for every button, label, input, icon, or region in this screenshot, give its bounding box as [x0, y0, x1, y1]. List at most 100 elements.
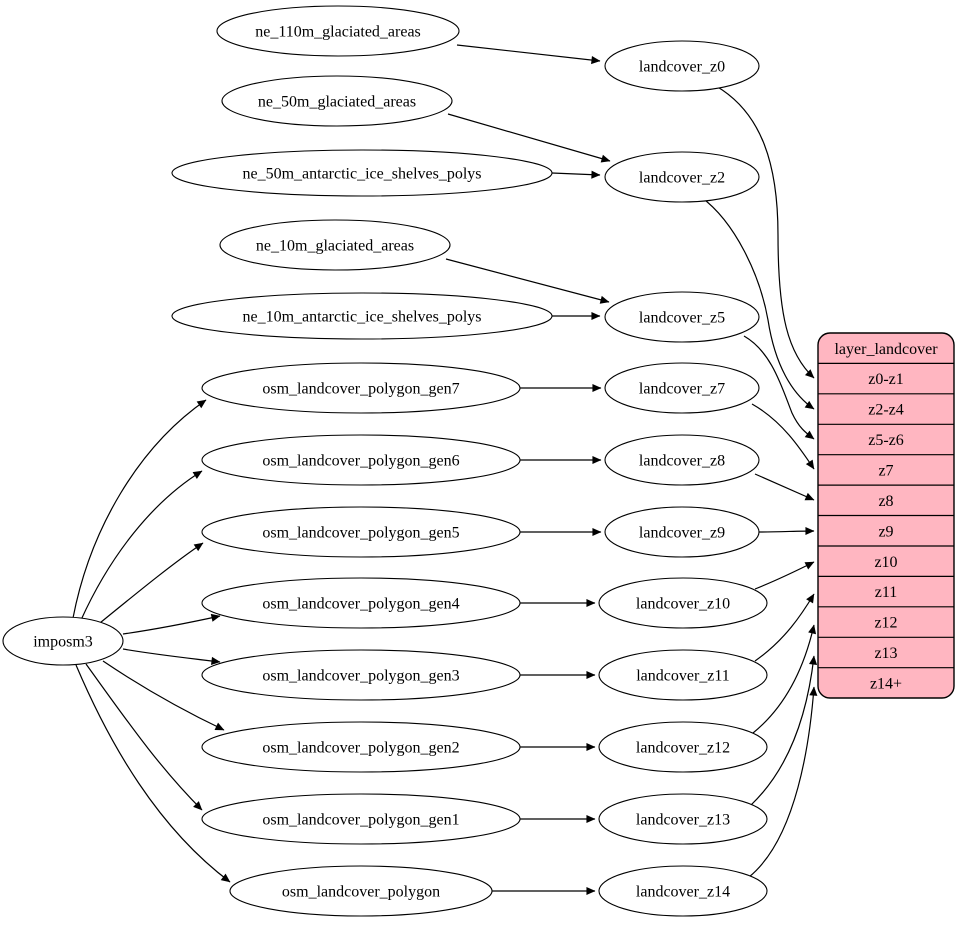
edge-landcover-z11-to-row-z11 [754, 593, 815, 662]
record-row-z2-z4: z2-z4 [868, 402, 904, 419]
node-label: osm_landcover_polygon_gen5 [262, 525, 459, 542]
node-label: ne_10m_glaciated_areas [256, 238, 414, 255]
node-ne-10m-antarctic-ice-shelves-polys: ne_10m_antarctic_ice_shelves_polys [171, 292, 553, 340]
node-label: osm_landcover_polygon_gen6 [262, 453, 459, 470]
node-label: imposm3 [33, 634, 93, 651]
node-shape [201, 577, 521, 629]
node-shape [201, 362, 521, 414]
node-osm-landcover-polygon-gen1: osm_landcover_polygon_gen1 [201, 793, 521, 845]
node-landcover-z0: landcover_z0 [604, 40, 760, 92]
node-label: osm_landcover_polygon_gen2 [262, 740, 459, 757]
node-osm-landcover-polygon-gen4: osm_landcover_polygon_gen4 [201, 577, 521, 629]
edge-imposm3-to-osm-landcover-polygon-gen2 [102, 660, 225, 731]
node-landcover-z10: landcover_z10 [598, 577, 768, 629]
edge-imposm3-to-osm-landcover-polygon-gen6 [80, 470, 203, 621]
node-label: ne_10m_antarctic_ice_shelves_polys [242, 309, 481, 326]
node-shape [201, 649, 521, 701]
record-title: layer_landcover [834, 341, 938, 358]
node-shape [229, 865, 493, 917]
node-shape [604, 362, 760, 414]
node-label: osm_landcover_polygon_gen3 [262, 668, 459, 685]
record-row-z8: z8 [878, 493, 893, 510]
node-shape [604, 151, 760, 203]
node-landcover-z9: landcover_z9 [604, 506, 760, 558]
node-ne-50m-glaciated-areas: ne_50m_glaciated_areas [221, 75, 453, 127]
node-label: landcover_z10 [636, 596, 730, 613]
node-osm-landcover-polygon-gen5: osm_landcover_polygon_gen5 [201, 506, 521, 558]
edge-landcover-z13-to-row-z13 [750, 655, 818, 806]
edge-landcover-z14-to-row-z14plus [748, 686, 818, 878]
edge-imposm3-to-osm-landcover-polygon-gen3 [122, 648, 221, 665]
node-landcover-z12: landcover_z12 [598, 721, 768, 773]
node-label: osm_landcover_polygon_gen4 [262, 596, 459, 613]
node-shape [171, 292, 553, 340]
node-shape [219, 219, 451, 271]
node-label: landcover_z7 [639, 381, 725, 398]
record-row-z10: z10 [874, 554, 897, 571]
record-row-z12: z12 [874, 615, 897, 632]
node-osm-landcover-polygon-gen3: osm_landcover_polygon_gen3 [201, 649, 521, 701]
node-landcover-z11: landcover_z11 [598, 649, 768, 701]
node-label: landcover_z8 [639, 453, 725, 470]
node-label: ne_50m_glaciated_areas [258, 94, 416, 111]
edge-landcover-z9-to-row-z9 [758, 526, 815, 536]
node-shape [171, 149, 553, 197]
node-shape [201, 793, 521, 845]
node-label: ne_110m_glaciated_areas [255, 24, 421, 41]
edge-landcover-z8-to-row-z8 [754, 473, 815, 501]
node-label: landcover_z0 [639, 59, 725, 76]
node-shape [2, 616, 124, 666]
node-label: osm_landcover_polygon_gen1 [262, 812, 459, 829]
node-landcover-z8: landcover_z8 [604, 434, 760, 486]
node-label: landcover_z14 [636, 884, 730, 901]
edge-landcover-z7-to-row-z7 [751, 403, 815, 470]
node-label: ne_50m_antarctic_ice_shelves_polys [242, 166, 481, 183]
edge-ne-110m-glaciated-areas-to-landcover-z0 [456, 44, 601, 65]
node-shape [598, 649, 768, 701]
node-shape [604, 434, 760, 486]
node-label: landcover_z9 [639, 525, 725, 542]
node-osm-landcover-polygon-gen2: osm_landcover_polygon_gen2 [201, 721, 521, 773]
edge-imposm3-to-osm-landcover-polygon-gen5 [94, 542, 204, 628]
record-row-z13: z13 [874, 645, 897, 662]
node-label: landcover_z2 [639, 170, 725, 187]
node-landcover-z2: landcover_z2 [604, 151, 760, 203]
edge-imposm3-to-osm-landcover-polygon-gen1 [85, 663, 203, 811]
node-landcover-z14: landcover_z14 [598, 865, 768, 917]
node-shape [221, 75, 453, 127]
record-row-z11: z11 [875, 584, 898, 601]
node-label: landcover_z12 [636, 740, 730, 757]
node-landcover-z7: landcover_z7 [604, 362, 760, 414]
node-osm-landcover-polygon-gen7: osm_landcover_polygon_gen7 [201, 362, 521, 414]
node-shape [598, 721, 768, 773]
node-landcover-z13: landcover_z13 [598, 793, 768, 845]
node-label: osm_landcover_polygon [282, 884, 440, 901]
node-ne-10m-glaciated-areas: ne_10m_glaciated_areas [219, 219, 451, 271]
node-landcover-z5: landcover_z5 [604, 291, 760, 343]
node-shape [201, 434, 521, 486]
node-ne-110m-glaciated-areas: ne_110m_glaciated_areas [216, 5, 460, 57]
node-ne-50m-antarctic-ice-shelves-polys: ne_50m_antarctic_ice_shelves_polys [171, 149, 553, 197]
record-row-z9: z9 [878, 523, 893, 540]
node-shape [598, 793, 768, 845]
record-row-z5-z6: z5-z6 [868, 432, 904, 449]
edge-landcover-z2-to-row-z2-z4 [700, 196, 815, 410]
edge-ne-50m-antarctic-ice-shelves-polys-to-landcover-z2 [551, 170, 601, 179]
edge-landcover-z0-to-row-z0-z1 [715, 85, 815, 379]
edge-imposm3-to-osm-landcover-polygon [75, 664, 231, 883]
edge-imposm3-to-osm-landcover-polygon-gen4 [122, 613, 221, 635]
edge-ne-10m-glaciated-areas-to-landcover-z5 [445, 258, 610, 304]
record-row-z14plus: z14+ [870, 676, 902, 693]
node-osm-landcover-polygon-gen6: osm_landcover_polygon_gen6 [201, 434, 521, 486]
node-shape [598, 865, 768, 917]
node-label: landcover_z5 [639, 310, 725, 327]
node-shape [216, 5, 460, 57]
record-row-z7: z7 [878, 463, 893, 480]
node-imposm3: imposm3 [2, 616, 124, 666]
edge-landcover-z10-to-row-z10 [754, 561, 815, 590]
node-shape [604, 40, 760, 92]
edge-imposm3-to-osm-landcover-polygon-gen7 [72, 399, 207, 619]
edge-ne-50m-glaciated-areas-to-landcover-z2 [447, 113, 611, 163]
node-shape [201, 721, 521, 773]
